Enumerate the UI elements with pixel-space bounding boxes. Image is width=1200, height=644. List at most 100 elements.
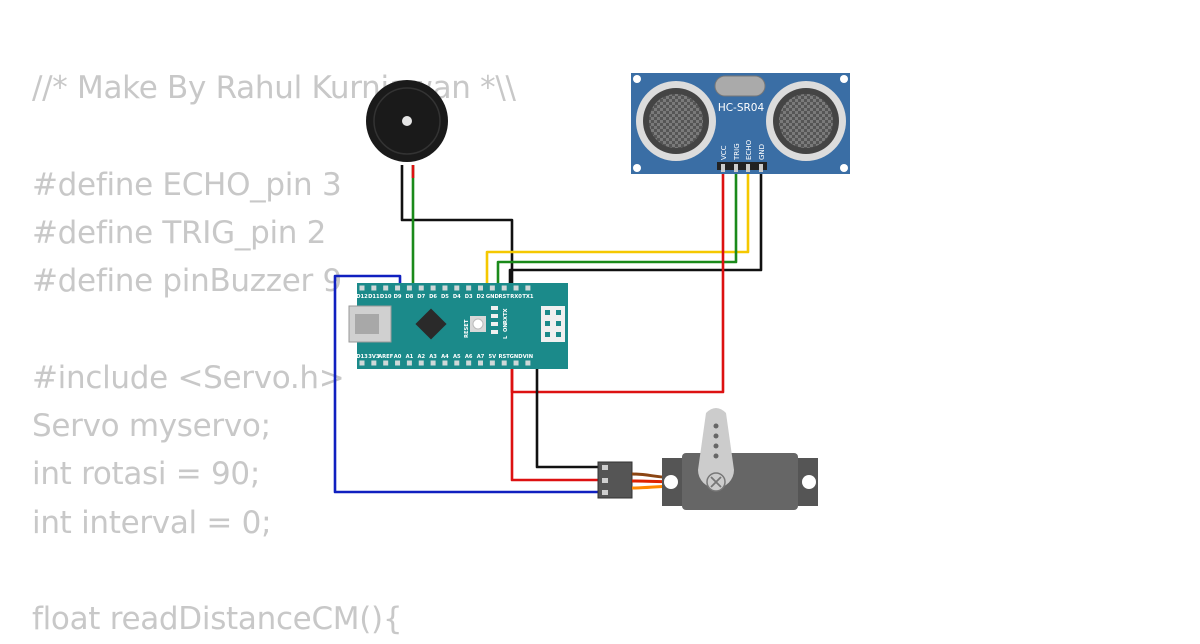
sensor-pin-gnd[interactable] xyxy=(759,164,763,172)
arduino-pin-a3[interactable] xyxy=(430,360,436,366)
mount-hole xyxy=(840,75,848,83)
arduino-pin-label: A7 xyxy=(477,354,485,360)
arduino-pin-label: TX1 xyxy=(522,294,534,300)
arduino-pin-label: D7 xyxy=(417,294,425,300)
led-rx xyxy=(491,314,498,318)
wires xyxy=(333,165,763,494)
arduino-pin-d12[interactable] xyxy=(359,285,365,291)
arduino-pin-tx1[interactable] xyxy=(525,285,531,291)
code-line: int interval = 0; xyxy=(32,504,272,541)
arduino-pin-3v3[interactable] xyxy=(371,360,377,366)
arduino-pin-label: A4 xyxy=(441,354,449,360)
wire-buzzer-gnd[interactable] xyxy=(400,165,514,290)
arduino-pin-gnd[interactable] xyxy=(513,360,519,366)
led-tx-label: TX xyxy=(503,308,509,316)
arduino-pin-vin[interactable] xyxy=(525,360,531,366)
arduino-pin-aref[interactable] xyxy=(383,360,389,366)
sensor-header xyxy=(717,162,767,170)
wire-servo-signal[interactable] xyxy=(333,274,600,494)
servo-motor[interactable] xyxy=(597,408,818,510)
code-line: Servo myservo; xyxy=(32,408,271,445)
arduino-pin-d5[interactable] xyxy=(442,285,448,291)
arduino-pin-d8[interactable] xyxy=(406,285,412,291)
arduino-pin-a5[interactable] xyxy=(454,360,460,366)
arduino-pin-d4[interactable] xyxy=(454,285,460,291)
horn-hole xyxy=(713,453,719,459)
led-tx xyxy=(491,306,498,310)
arduino-top-pins xyxy=(359,285,531,291)
wire-servo-vcc[interactable] xyxy=(510,362,600,482)
servo-mount-hole-left xyxy=(664,475,678,489)
servo-connector-pin-signal xyxy=(602,490,608,495)
transducer-right-grid xyxy=(779,94,833,148)
code-line: #define pinBuzzer 9 xyxy=(32,263,342,300)
arduino-pin-d2[interactable] xyxy=(478,285,483,291)
arduino-pin-a7[interactable] xyxy=(478,360,483,366)
ultrasonic-sensor[interactable]: HC-SR04 VCC TRIG ECHO GND xyxy=(631,73,850,174)
arduino-pin-a2[interactable] xyxy=(418,360,424,366)
wire-echo[interactable] xyxy=(485,172,750,290)
arduino-pin-label: 5V xyxy=(489,354,497,360)
buzzer[interactable] xyxy=(366,80,448,162)
sensor-pin-gnd-label: GND xyxy=(758,144,766,160)
mount-hole xyxy=(633,164,641,172)
led-on-label: ON xyxy=(503,323,509,332)
horn-hole xyxy=(713,443,719,449)
icsp-pins xyxy=(545,310,561,337)
arduino-pin-5v[interactable] xyxy=(489,360,495,366)
arduino-pin-label: RST xyxy=(499,354,511,360)
arduino-pin-label: AREF xyxy=(378,354,394,360)
arduino-pin-label: A2 xyxy=(417,354,425,360)
arduino-pin-gnd[interactable] xyxy=(489,285,495,291)
arduino-pin-d13[interactable] xyxy=(359,360,365,366)
led-l-label: L xyxy=(503,335,509,339)
arduino-board xyxy=(357,283,568,369)
arduino-pin-d7[interactable] xyxy=(418,285,424,291)
arduino-pin-d9[interactable] xyxy=(395,285,401,291)
arduino-pin-d3[interactable] xyxy=(466,285,472,291)
arduino-pin-label: A6 xyxy=(465,354,473,360)
code-line: #define ECHO_pin 3 xyxy=(32,166,342,203)
reset-button[interactable] xyxy=(472,318,484,330)
wire-sensor-gnd[interactable] xyxy=(508,172,763,290)
servo-mount-hole-right xyxy=(802,475,816,489)
arduino-pin-a4[interactable] xyxy=(442,360,448,366)
mount-hole xyxy=(633,75,641,83)
led-on xyxy=(491,322,498,326)
arduino-pin-label: GND xyxy=(486,294,500,300)
arduino-pin-label: D6 xyxy=(429,294,437,300)
sensor-pin-labels: VCC TRIG ECHO GND xyxy=(720,139,766,161)
wire-servo-gnd[interactable] xyxy=(535,362,600,469)
buzzer-ring xyxy=(373,87,441,155)
horn-hole xyxy=(713,423,719,429)
arduino-pin-a0[interactable] xyxy=(395,360,401,366)
arduino-pin-d6[interactable] xyxy=(430,285,436,291)
code-line: int rotasi = 90; xyxy=(32,456,260,493)
arduino-pin-rst[interactable] xyxy=(501,360,507,366)
sensor-pin-vcc-label: VCC xyxy=(720,145,728,160)
arduino-pin-d11[interactable] xyxy=(371,285,377,291)
arduino-pin-rx0[interactable] xyxy=(513,285,519,291)
sensor-pin-trig[interactable] xyxy=(734,164,738,172)
arduino-pin-label: D5 xyxy=(441,294,449,300)
arduino-pin-label: D3 xyxy=(465,294,473,300)
arduino-pin-label: A1 xyxy=(406,354,414,360)
arduino-pin-rst[interactable] xyxy=(501,285,507,291)
arduino-pin-d10[interactable] xyxy=(383,285,389,291)
servo-connector-pin-gnd xyxy=(602,465,608,470)
wire-trig[interactable] xyxy=(496,172,738,290)
sensor-pin-vcc[interactable] xyxy=(721,164,725,172)
arduino-pin-a1[interactable] xyxy=(406,360,412,366)
arduino-pin-label: VIN xyxy=(523,354,533,360)
arduino-pin-label: D2 xyxy=(477,294,485,300)
led-l xyxy=(491,330,498,334)
arduino-pin-label: 3V3 xyxy=(368,354,380,360)
status-leds: TX RX ON L xyxy=(491,306,509,339)
mount-hole xyxy=(840,164,848,172)
arduino-pin-a6[interactable] xyxy=(466,360,472,366)
sensor-pin-echo[interactable] xyxy=(746,164,750,172)
arduino-pin-label: D11 xyxy=(368,294,380,300)
arduino-pin-label: RX0 xyxy=(510,294,522,300)
